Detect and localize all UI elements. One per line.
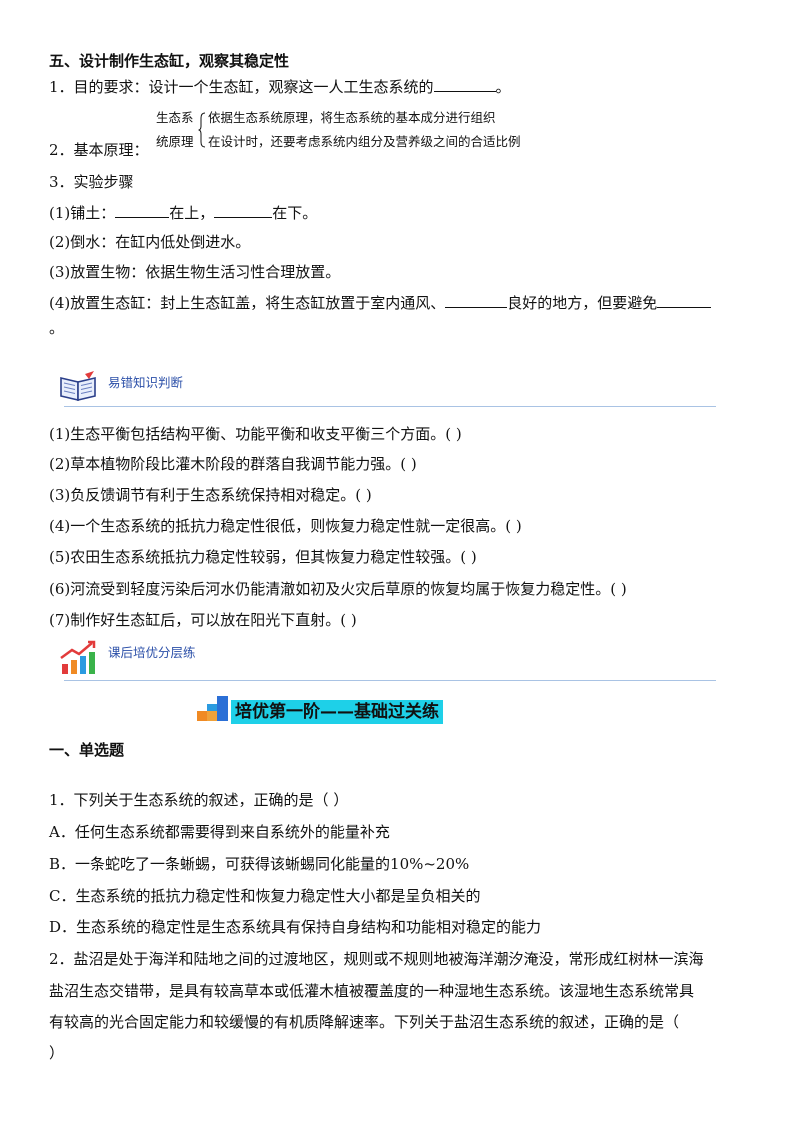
brace-icon (198, 112, 206, 148)
step-4-end: 。 (49, 319, 65, 337)
judge-item: (2)草本植物阶段比灌木阶段的群落自我调节能力强。( ) (49, 455, 417, 473)
item-1: 1．目的要求：设计一个生态缸，观察这一人工生态系统的 。 (49, 76, 511, 97)
stairs-icon (197, 696, 228, 721)
judge-item: (4)一个生态系统的抵抗力稳定性很低，则恢复力稳定性就一定很高。( ) (49, 517, 522, 535)
judge-item: (1)生态平衡包括结构平衡、功能平衡和收支平衡三个方面。( ) (49, 425, 462, 443)
principle-left-top: 生态系 (156, 110, 194, 125)
open-book-icon (60, 371, 96, 402)
question-2-line: 2．盐沼是处于海洋和陆地之间的过渡地区，规则或不规则地被海洋潮汐淹没，常形成红树… (49, 950, 704, 968)
judge-item: (5)农田生态系统抵抗力稳定性较弱，但其恢复力稳定性较强。( ) (49, 548, 477, 566)
step-1-end: 在下。 (272, 204, 318, 222)
principle-line-2: 在设计时，还要考虑系统内组分及营养级之间的合适比例 (208, 134, 521, 149)
question-2-line: ） (49, 1044, 65, 1062)
single-choice-title: 一、单选题 (49, 741, 125, 759)
judge-item: (7)制作好生态缸后，可以放在阳光下直射。( ) (49, 611, 357, 629)
step-1-label: (1)铺土： (49, 204, 116, 222)
growth-chart-icon (60, 640, 96, 674)
item-2: 2．基本原理： (49, 141, 149, 159)
step-1: (1)铺土： 在上， 在下。 (49, 202, 317, 223)
judge-item: (6)河流受到轻度污染后河水仍能清澈如初及火灾后草原的恢复均属于恢复力稳定性。(… (49, 580, 627, 598)
judge-section-label: 易错知识判断 (108, 375, 184, 390)
option-a[interactable]: A．任何生态系统都需要得到来自系统外的能量补充 (49, 823, 390, 841)
practice-section-label: 课后培优分层练 (108, 645, 196, 660)
option-b[interactable]: B．一条蛇吃了一条蜥蜴，可获得该蜥蜴同化能量的10%~20% (49, 855, 470, 873)
item-1-text: 1．目的要求：设计一个生态缸，观察这一人工生态系统的 (49, 78, 434, 96)
principle-left-bottom: 统原理 (156, 134, 194, 149)
step-2: (2)倒水：在缸内低处倒进水。 (49, 233, 251, 251)
principle-line-1: 依据生态系统原理，将生态系统的基本成分进行组织 (208, 110, 496, 125)
answer-blank[interactable] (445, 292, 508, 308)
step-4-text: (4)放置生态缸：封上生态缸盖，将生态缸放置于室内通风、 (49, 294, 446, 312)
step-1-mid: 在上， (169, 204, 215, 222)
level-banner: 培优第一阶——基础过关练 (231, 700, 443, 724)
step-3: (3)放置生物：依据生物生活习性合理放置。 (49, 263, 341, 281)
question-1-stem: 1．下列关于生态系统的叙述，正确的是（ ） (49, 791, 349, 809)
step-4-mid: 良好的地方，但要避免 (507, 294, 658, 312)
answer-blank[interactable] (214, 202, 273, 218)
question-2-line: 有较高的光合固定能力和较缓慢的有机质降解速率。下列关于盐沼生态系统的叙述，正确的… (49, 1013, 680, 1031)
answer-blank[interactable] (433, 76, 496, 92)
answer-blank[interactable] (657, 292, 712, 308)
answer-blank[interactable] (115, 202, 170, 218)
section-title: 五、设计制作生态缸，观察其稳定性 (49, 52, 290, 70)
judge-item: (3)负反馈调节有利于生态系统保持相对稳定。( ) (49, 486, 372, 504)
item-1-end: 。 (495, 78, 511, 96)
option-c[interactable]: C．生态系统的抵抗力稳定性和恢复力稳定性大小都是呈负相关的 (49, 887, 481, 905)
divider (64, 680, 716, 681)
divider (64, 406, 716, 407)
step-4: (4)放置生态缸：封上生态缸盖，将生态缸放置于室内通风、 良好的地方，但要避免 (49, 292, 712, 313)
question-2-line: 盐沼生态交错带，是具有较高草本或低灌木植被覆盖度的一种湿地生态系统。该湿地生态系… (49, 982, 695, 1000)
option-d[interactable]: D．生态系统的稳定性是生态系统具有保持自身结构和功能相对稳定的能力 (49, 918, 542, 936)
item-3: 3．实验步骤 (49, 173, 134, 191)
